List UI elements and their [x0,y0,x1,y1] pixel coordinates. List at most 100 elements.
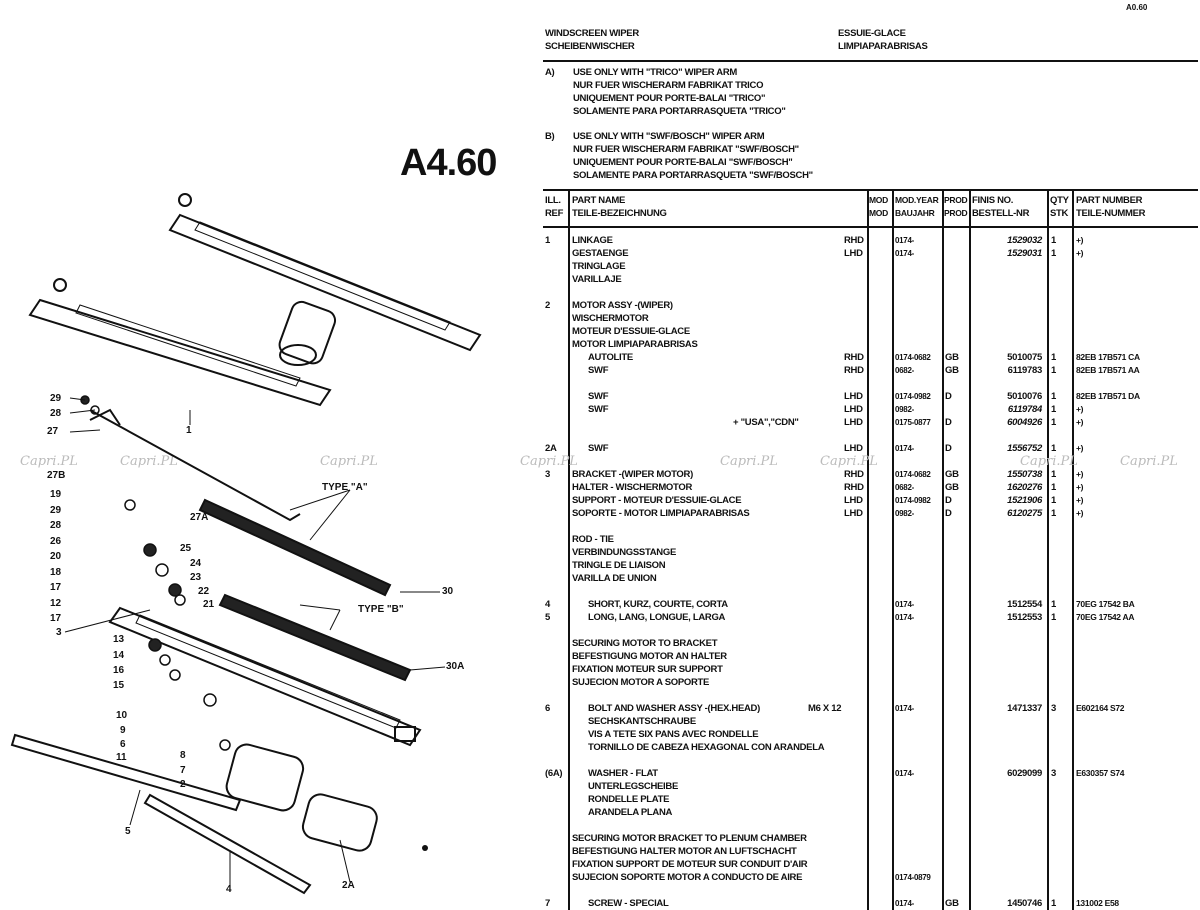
header-name: TEILE-BEZEICHNUNG [572,208,667,219]
cell-qty: 1 [1051,235,1056,246]
cell-prod: GB [945,365,959,376]
cell-year: 0174- [895,236,914,245]
note-a-line: SOLAMENTE PARA PORTARRASQUETA "TRICO" [573,106,786,117]
cell-year: 0174-0682 [895,353,931,362]
cell-name: BRACKET -(WIPER MOTOR) [572,469,693,480]
cell-finis: 1620276 [1007,482,1042,493]
table-row: MOTOR LIMPIAPARABRISAS [0,338,1200,351]
callout: 26 [50,536,62,547]
cell-name: HALTER - WISCHERMOTOR [572,482,693,493]
cell-name: SUJECION MOTOR A SOPORTE [572,677,710,688]
cell-finis: 6119783 [1007,365,1043,376]
cell-year: 0982- [895,405,914,414]
cell-year: 0174-0682 [895,470,931,479]
table-row: SUJECION MOTOR A SOPORTE [0,676,1200,689]
motor-lower [225,743,378,852]
table-row: SECURING MOTOR BRACKET TO PLENUM CHAMBER [0,832,1200,845]
cell-side: LHD [844,508,863,519]
cell-year: 0174- [895,444,914,453]
page-code: A0.60 [1126,3,1148,12]
linkage-lower [28,278,332,407]
wiper-arm [89,408,301,522]
cell-qty: 1 [1051,508,1056,519]
cell-ref: 6 [545,703,550,714]
header-rule [543,60,1198,62]
callout: 28 [50,520,62,531]
cell-part: E630357 S74 [1076,768,1125,778]
cell-name: TRINGLE DE LIAISON [572,560,666,571]
cell-prod: GB [945,482,959,493]
cell-name: SUPPORT - MOTEUR D'ESSUIE-GLACE [572,495,742,506]
table-row: ROD - TIE [0,533,1200,546]
table-row: FIXATION MOTEUR SUR SUPPORT [0,663,1200,676]
cell-year: 0174- [895,600,914,609]
cell-side: RHD [844,235,864,246]
cell-finis: 6119784 [1007,404,1042,415]
cell-year: 0174- [895,704,914,713]
cell-name: SOPORTE - MOTOR LIMPIAPARABRISAS [572,508,750,519]
cell-side: LHD [844,391,863,402]
cell-finis: 1556752 [1007,443,1042,454]
cell-year: 0682- [895,366,914,375]
cell-name: FIXATION SUPPORT DE MOTEUR SUR CONDUIT D… [572,859,808,870]
cell-name: TRINGLAGE [572,261,626,272]
table-row: TRINGLE DE LIAISON [0,559,1200,572]
callout: 30A [446,661,465,672]
callout: 27 [47,426,59,437]
cell-side: LHD [844,404,863,415]
cell-year: 0174-0982 [895,496,931,505]
cell-side: RHD [844,352,864,363]
header-qty: STK [1050,208,1069,219]
cell-year: 0175-0877 [895,418,931,427]
table-row: SUJECION SOPORTE MOTOR A CONDUCTO DE AIR… [0,871,1200,884]
cell-finis: 6004926 [1007,417,1042,428]
callout: 6 [120,739,126,750]
cell-qty: 1 [1051,612,1056,623]
callout: 22 [198,586,210,597]
header-qty: QTY [1050,195,1069,206]
column-divider [1047,190,1049,910]
table-top-rule [543,189,1198,191]
cell-prod: GB [945,469,959,480]
cell-year: 0682- [895,483,914,492]
cell-part: +) [1076,443,1084,453]
cell-qty: 1 [1051,482,1056,493]
watermark: Capri.PL [120,454,178,469]
cell-part: +) [1076,508,1084,518]
cell-name: LINKAGE [572,235,613,246]
callout: 17 [50,582,62,593]
table-row: UNTERLEGSCHEIBE [0,780,1200,793]
cell-name: SWF [588,365,609,376]
watermark: Capri.PL [20,454,78,469]
header-name: PART NAME [572,195,626,206]
cell-year: 0174-0982 [895,392,931,401]
table-row: VERBINDUNGSSTANGE [0,546,1200,559]
callout: 14 [113,650,125,661]
callout: 9 [120,725,126,736]
cell-prod: D [945,495,952,506]
cell-name: MOTEUR D'ESSUIE-GLACE [572,326,690,337]
watermark: Capri.PL [720,454,778,469]
cell-name: SWF [588,404,609,415]
table-row: ARANDELA PLANA [0,806,1200,819]
cell-qty: 1 [1051,352,1056,363]
cell-qty: 1 [1051,417,1056,428]
callout-type-b: TYPE "B" [358,604,404,615]
cell-part: +) [1076,469,1084,479]
exploded-diagram [10,193,482,895]
note-a-label: A) [545,67,555,78]
cell-finis: 1521906 [1007,495,1042,506]
cell-part: +) [1076,404,1084,414]
cell-side: RHD [844,469,864,480]
callout: 21 [203,599,215,610]
cell-year: 0174- [895,769,914,778]
cell-name: TORNILLO DE CABEZA HEXAGONAL CON ARANDEL… [588,742,825,753]
